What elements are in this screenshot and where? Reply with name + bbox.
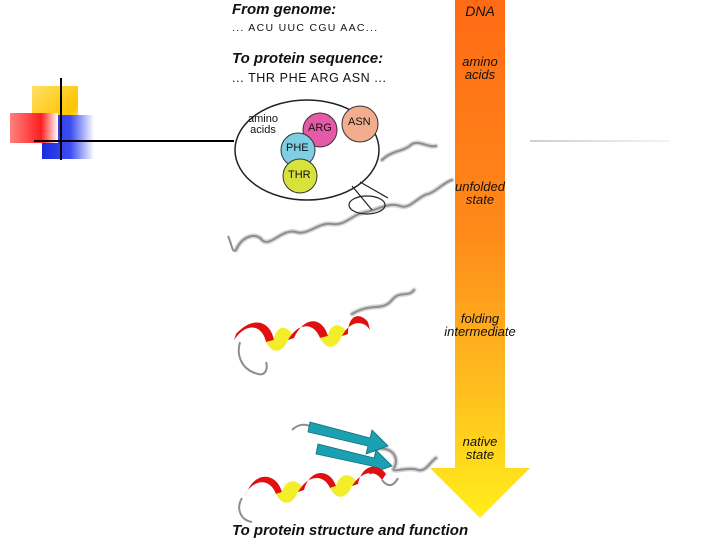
arrow-label-native-state: native state (462, 434, 498, 462)
phe-residue-label: PHE (286, 142, 309, 154)
native-alpha-helix (244, 466, 399, 503)
decor-vertical-line (60, 78, 62, 160)
inset-amino-label: amino acids (248, 113, 278, 136)
decor-horizontal-line-faded (530, 140, 670, 142)
protein-sequence-heading: To protein sequence: (232, 50, 384, 67)
thr-residue-label: THR (288, 169, 311, 181)
arg-residue-label: ARG (308, 122, 332, 134)
structure-function-heading: To protein structure and function (232, 522, 469, 539)
alpha-helix (234, 316, 370, 351)
arrow-label-unfolded-state: unfolded state (455, 179, 505, 207)
native-state-structure (238, 421, 439, 523)
amino-acid-sequence: ... THR PHE ARG ASN ... (232, 71, 387, 85)
arrow-label-folding-intermediate: folding intermediate (444, 311, 516, 339)
asn-residue-circle (341, 105, 379, 143)
asn-residue-label: ASN (348, 116, 371, 128)
progression-arrow (430, 0, 530, 518)
amino-acid-inset (234, 99, 389, 215)
decor-horizontal-line (34, 140, 234, 142)
decor-red-square (10, 113, 58, 143)
arrow-label-amino-acids: amino acids (462, 54, 498, 82)
folding-intermediate-structure (234, 287, 417, 376)
genome-heading: From genome: (232, 1, 337, 18)
arrow-label-dna: DNA (465, 3, 495, 19)
codon-sequence: ... ACU UUC CGU AAC... (232, 22, 379, 34)
beta-sheet (307, 421, 393, 475)
thr-residue-circle (282, 158, 318, 194)
arg-residue-circle (302, 112, 338, 148)
protein-folding-figure: From genome: ... ACU UUC CGU AAC... To p… (222, 0, 542, 540)
unfolded-chain (227, 140, 455, 253)
